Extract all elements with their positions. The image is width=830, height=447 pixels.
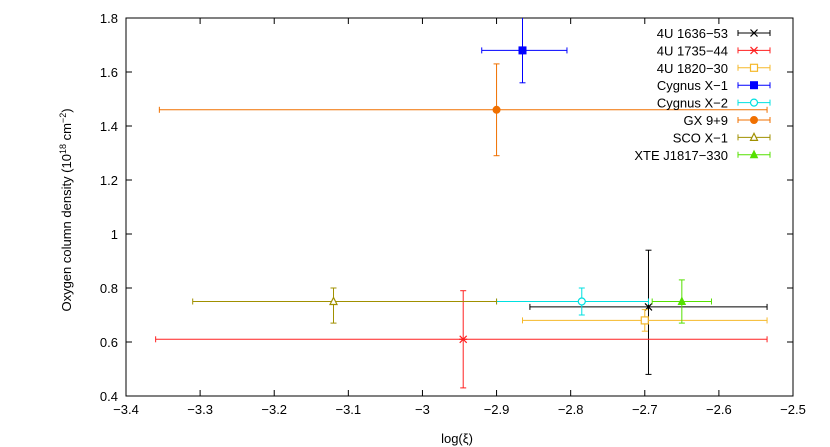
legend-item: Cygnus X−2 bbox=[657, 96, 771, 111]
legend-marker bbox=[749, 98, 759, 107]
legend-label: XTE J1817−330 bbox=[634, 148, 728, 163]
y-tick-label: 1.2 bbox=[100, 173, 118, 188]
data-point-group bbox=[192, 287, 498, 324]
y-tick-label: 1.6 bbox=[100, 65, 118, 80]
y-axis-title: Oxygen column density (1018 cm−2) bbox=[58, 108, 74, 311]
x-tick-label: −3.2 bbox=[261, 402, 287, 417]
legend-marker bbox=[750, 116, 758, 124]
legend-marker bbox=[749, 63, 759, 72]
legend-marker bbox=[749, 149, 759, 159]
marker-shape bbox=[677, 296, 687, 305]
legend-item: SCO X−1 bbox=[673, 130, 771, 145]
legend-label: SCO X−1 bbox=[673, 130, 728, 145]
y-tick-label: 0.8 bbox=[100, 281, 118, 296]
marker-shape bbox=[750, 116, 758, 124]
data-point-marker bbox=[577, 297, 586, 306]
y-tick-label: 1 bbox=[111, 227, 118, 242]
data-series bbox=[155, 18, 768, 389]
marker-shape bbox=[749, 149, 759, 159]
marker-shape bbox=[749, 98, 759, 107]
y-tick-label: 0.6 bbox=[100, 335, 118, 350]
x-tick-label: −2.7 bbox=[632, 402, 658, 417]
legend-label: 4U 1636−53 bbox=[657, 26, 728, 41]
legend-marker bbox=[750, 46, 758, 55]
data-point-marker bbox=[677, 296, 687, 305]
x-tick-label: −2.8 bbox=[558, 402, 584, 417]
legend-label: Cygnus X−2 bbox=[657, 96, 728, 111]
data-point-group bbox=[481, 18, 568, 84]
x-tick-label: −3.1 bbox=[335, 402, 361, 417]
legend-item: 4U 1820−30 bbox=[657, 61, 771, 76]
data-point-marker bbox=[329, 296, 338, 306]
marker-shape bbox=[749, 63, 759, 72]
data-point-group bbox=[496, 287, 649, 316]
x-tick-label: −3.4 bbox=[113, 402, 139, 417]
x-axis-title: log(ξ) bbox=[441, 431, 473, 446]
y-tick-label: 1.8 bbox=[100, 11, 118, 26]
marker-shape bbox=[577, 297, 586, 306]
legend-marker bbox=[750, 29, 758, 37]
y-tick-label: 1.4 bbox=[100, 119, 118, 134]
legend-item: 4U 1636−53 bbox=[657, 26, 771, 41]
x-tick-label: −3 bbox=[415, 402, 430, 417]
legend-label: Cygnus X−1 bbox=[657, 78, 728, 93]
data-point-group bbox=[521, 309, 768, 332]
x-axis: −3.4 −3.3 −3.2 −3.1 −3 −2.9 −2.8 −2.7 −2.6 −2.5 bbox=[113, 18, 806, 417]
y-tick-label: 0.4 bbox=[100, 389, 118, 404]
legend-marker bbox=[750, 81, 758, 90]
marker-shape bbox=[750, 81, 758, 90]
x-tick-label: −2.5 bbox=[780, 402, 806, 417]
data-point-marker bbox=[640, 316, 649, 325]
legend-label: 4U 1820−30 bbox=[657, 61, 728, 76]
legend-label: 4U 1735−44 bbox=[657, 43, 728, 58]
data-point-group bbox=[158, 63, 768, 157]
legend-marker bbox=[749, 132, 759, 141]
marker-shape bbox=[640, 316, 649, 325]
marker-shape bbox=[329, 296, 338, 306]
plot-frame bbox=[125, 17, 794, 397]
data-point-marker bbox=[459, 335, 468, 344]
x-tick-label: −3.3 bbox=[187, 402, 213, 417]
marker-shape bbox=[492, 105, 501, 114]
plot-border bbox=[125, 17, 794, 397]
x-tick-label: −2.9 bbox=[484, 402, 510, 417]
data-point-group bbox=[529, 249, 768, 375]
legend-item: GX 9+9 bbox=[684, 113, 771, 128]
x-tick-label: −2.6 bbox=[706, 402, 732, 417]
marker-stroke bbox=[750, 29, 758, 37]
marker-shape bbox=[518, 46, 527, 55]
marker-shape bbox=[749, 132, 759, 141]
legend-item: Cygnus X−1 bbox=[657, 78, 771, 93]
data-point-group bbox=[651, 279, 712, 324]
data-point-group bbox=[155, 290, 768, 389]
legend-item: XTE J1817−330 bbox=[634, 148, 771, 163]
y-axis: 0.4 0.6 0.8 1 1.2 1.4 1.6 1.8 bbox=[100, 11, 793, 404]
legend-label: GX 9+9 bbox=[684, 113, 728, 128]
data-point-marker bbox=[518, 46, 527, 55]
legend-item: 4U 1735−44 bbox=[657, 43, 771, 58]
data-point-marker bbox=[492, 105, 501, 114]
